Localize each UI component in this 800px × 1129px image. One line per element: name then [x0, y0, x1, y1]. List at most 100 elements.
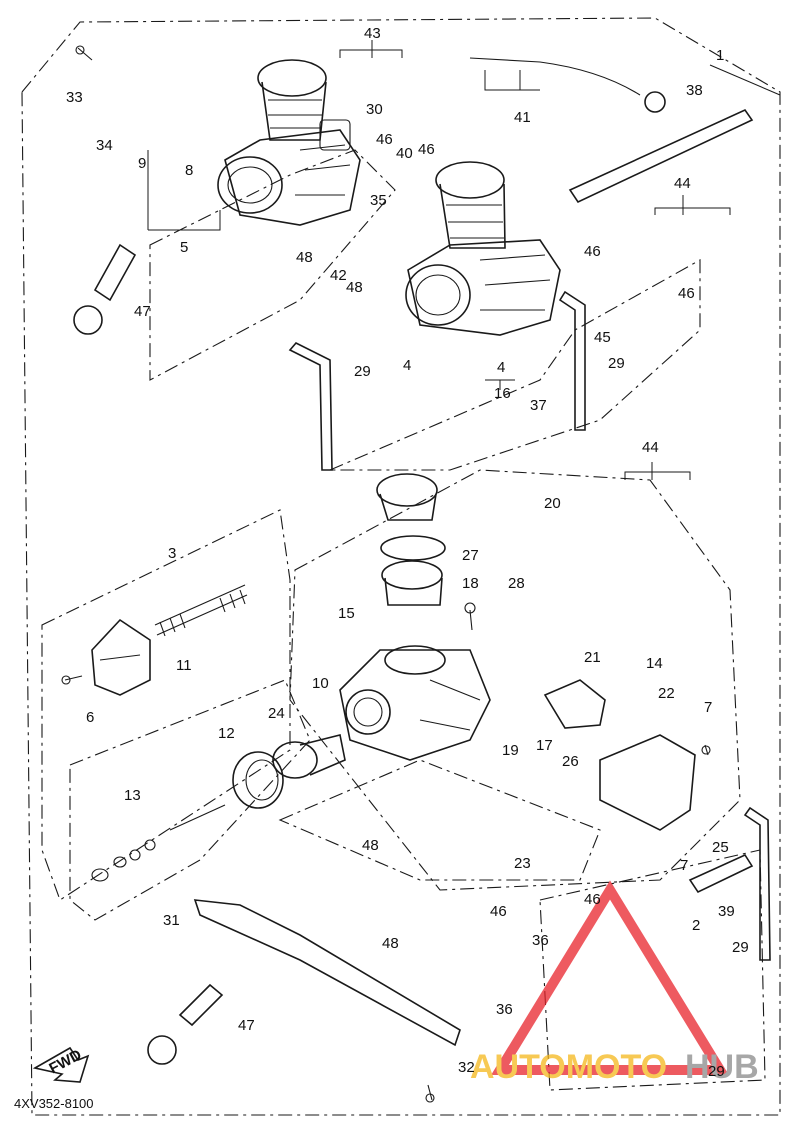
screw-6: [61, 675, 83, 685]
callout: 9: [138, 155, 146, 172]
callout: 11: [176, 657, 192, 674]
callout: 48: [362, 837, 379, 854]
diaphragm-12: [232, 751, 284, 809]
group-lower-right: [539, 849, 766, 1091]
callout: 35: [370, 192, 387, 209]
spring-11: [154, 584, 248, 637]
fitting-47-upper: [73, 243, 137, 335]
watermark-logo: AUTOMOTO HUB: [470, 880, 759, 1086]
watermark-triangle-icon: [491, 880, 729, 1075]
carb-group-upper-left: [149, 149, 396, 381]
piston-24: [272, 734, 346, 779]
assembly-boundary: [21, 17, 781, 1116]
main-carb-group: [289, 469, 741, 891]
callout: 44: [674, 175, 691, 192]
callout: 19: [502, 742, 519, 759]
callout: 1: [716, 47, 724, 64]
callout: 15: [338, 605, 355, 622]
callout: 16: [494, 385, 511, 402]
callout: 46: [584, 891, 601, 908]
callout: 42: [330, 267, 347, 284]
callout: 23: [514, 855, 531, 872]
callout: 39: [718, 903, 735, 920]
hose-29-right: [743, 806, 771, 961]
carburetor-main-body: [339, 473, 491, 761]
callout: 29: [732, 939, 749, 956]
callout: 30: [366, 101, 383, 118]
hose-39: [568, 108, 754, 204]
part-code: 4XV352-8100: [14, 1096, 94, 1111]
callout: 22: [658, 685, 675, 702]
callouts: 1 2 3 4 4 5 6 7 7 8 9 10 11 12 13 14 15 …: [66, 25, 749, 1080]
callout: 14: [646, 655, 663, 672]
callout: 2: [692, 917, 700, 934]
callout: 4: [497, 359, 505, 376]
callout: 25: [712, 839, 729, 856]
callout: 24: [268, 705, 285, 722]
callout: 48: [382, 935, 399, 952]
callout: 7: [704, 699, 712, 716]
callout: 29: [708, 1063, 725, 1080]
callout: 46: [584, 243, 601, 260]
callout: 5: [180, 239, 188, 256]
watermark-word-b: HUB: [685, 1048, 759, 1086]
callout: 4: [403, 357, 411, 374]
callout: 29: [354, 363, 371, 380]
bracket-22: [543, 679, 606, 729]
diaphragm-cover: [91, 618, 151, 696]
fwd-arrow-icon: FWD: [32, 1046, 90, 1083]
cover-26: [599, 734, 696, 831]
bracket-31: [193, 899, 461, 1047]
fitting-47-lower: [147, 983, 224, 1065]
callout: 18: [462, 575, 479, 592]
callout: 12: [218, 725, 235, 742]
callout: 33: [66, 89, 83, 106]
callout: 40: [396, 145, 413, 162]
carburetor-upper-right: [405, 161, 561, 336]
group-3: [41, 509, 291, 901]
callout: 7: [680, 857, 688, 874]
callout: 36: [496, 1001, 513, 1018]
screw-18: [464, 602, 476, 631]
callout: 43: [364, 25, 381, 42]
callout: 36: [532, 932, 549, 949]
callout: 13: [124, 787, 141, 804]
screw-7: [701, 744, 711, 756]
callout: 47: [238, 1017, 255, 1034]
callout: 47: [134, 303, 151, 320]
callout: 29: [608, 355, 625, 372]
callout: 6: [86, 709, 94, 726]
callout: 32: [458, 1059, 475, 1076]
callout: 27: [462, 547, 479, 564]
screw-34: [75, 45, 93, 61]
callout: 20: [544, 495, 561, 512]
callout: 38: [686, 82, 703, 99]
callout: 46: [490, 903, 507, 920]
cable-42: [469, 57, 666, 113]
callout: 3: [168, 545, 176, 562]
carb-group-upper-right: [329, 259, 701, 471]
needle-13: [91, 804, 226, 882]
callout: 37: [530, 397, 547, 414]
callout: 44: [642, 439, 659, 456]
group-23: [278, 759, 601, 881]
leader-lines: [147, 40, 781, 480]
callout: 10: [312, 675, 329, 692]
callout: 34: [96, 137, 113, 154]
callout: 26: [562, 753, 579, 770]
callout: 46: [376, 131, 393, 148]
callout: 28: [508, 575, 525, 592]
callout: 31: [163, 912, 180, 929]
callout: 17: [536, 737, 553, 754]
hose-29-mid: [558, 290, 586, 431]
callout: 48: [296, 249, 313, 266]
hose-29-left: [288, 342, 333, 471]
watermark-word-a: AUTOMOTO: [470, 1048, 667, 1086]
hose-40: [688, 853, 754, 894]
callout: 45: [594, 329, 611, 346]
callout: 48: [346, 279, 363, 296]
callout: 46: [678, 285, 695, 302]
carburetor-upper-left: [217, 59, 361, 226]
callout: 8: [185, 162, 193, 179]
